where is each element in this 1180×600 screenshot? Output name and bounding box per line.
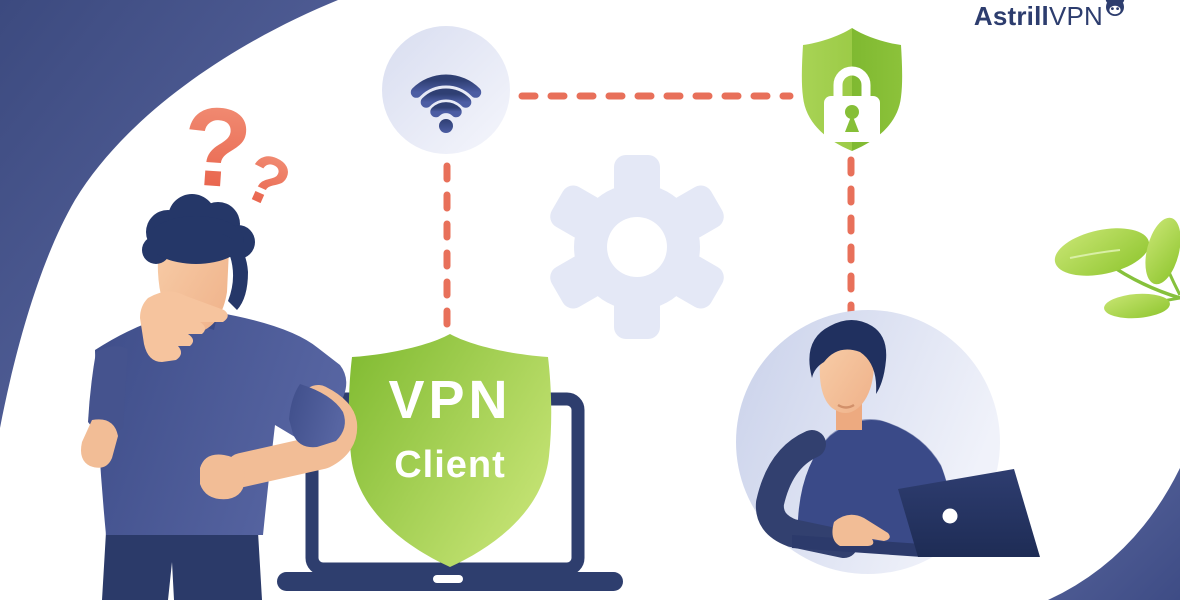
user-hair — [809, 320, 887, 394]
vpn-shield-label-line1: VPN — [388, 370, 511, 430]
background-top-left-shape — [0, 0, 338, 428]
man-left-forearm — [81, 419, 118, 468]
man-hand-on-chin — [140, 291, 228, 362]
user-mouth — [837, 403, 855, 409]
man-left-sleeve — [88, 346, 128, 435]
user-at-laptop-illustration — [736, 310, 1040, 574]
gear-icon — [550, 155, 724, 339]
lock-icon — [824, 66, 880, 142]
connector-lines — [443, 92, 855, 334]
vpn-client-shield: VPN Client — [348, 334, 552, 567]
brand-name-bold: Astrill — [973, 1, 1049, 31]
wifi-icon — [410, 74, 482, 133]
leaves-decoration — [1054, 217, 1180, 319]
wifi-badge — [382, 26, 510, 154]
man-hair — [142, 194, 255, 310]
brand-name-regular: VPN — [1048, 1, 1103, 31]
man-pants — [102, 521, 262, 600]
user-typing-hand — [832, 514, 890, 546]
user-left-arm — [755, 430, 858, 558]
vpn-shield-label-line2: Client — [394, 444, 506, 486]
user-laptop-back — [898, 469, 1040, 557]
question-mark-large: ? — [179, 83, 256, 212]
background-bottom-right-shape — [1048, 468, 1180, 600]
panda-icon — [1105, 0, 1125, 16]
man-right-hand — [200, 454, 245, 500]
man-right-sleeve — [289, 384, 345, 448]
lock-shield-icon — [801, 28, 903, 151]
man-shirt — [95, 311, 347, 535]
